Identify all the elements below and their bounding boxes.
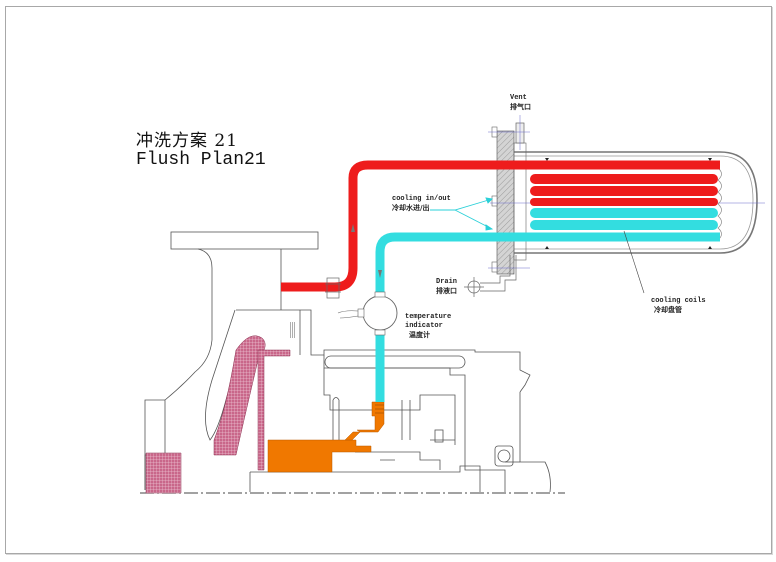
drain-label-cn: 排液口 <box>436 287 457 295</box>
leader-lines <box>430 197 494 231</box>
cooling-coils-label-en: cooling coils <box>651 297 706 305</box>
hot-coils <box>530 174 718 206</box>
heat-exchanger <box>488 115 765 275</box>
pump-outline <box>140 231 565 494</box>
drain-label-en: Drain <box>436 278 458 286</box>
vent-label-cn: 排气口 <box>510 103 531 111</box>
cooling-coils-label-cn: 冷却盘管 <box>654 306 682 314</box>
title-chinese: 冲洗方案 21 <box>136 131 239 151</box>
temperature-indicator-label: temperature indicator 温度计 <box>405 313 451 340</box>
drain-label: Drain 排液口 <box>436 278 457 296</box>
cooling-in-out-label-cn: 冷却水进/出 <box>392 204 430 212</box>
temperature-indicator-body <box>362 295 398 331</box>
cooled-flush-line <box>375 232 720 402</box>
temperature-indicator-label-cn: 温度计 <box>409 331 430 339</box>
cool-coils <box>530 208 718 230</box>
temperature-indicator-label-en1: temperature <box>405 313 452 321</box>
cooling-coils-label: cooling coils 冷却盘管 <box>651 297 706 315</box>
title-english: Flush Plan21 <box>136 150 266 170</box>
coil-leader-line <box>623 230 645 294</box>
gland-plate <box>267 439 372 473</box>
vent-label: Vent 排气口 <box>510 94 531 112</box>
pipe-flange <box>325 277 341 299</box>
tube-sheet-flange <box>496 130 515 275</box>
flow-arrow-down <box>378 270 382 278</box>
hot-flush-line <box>281 160 720 292</box>
nozzle-flange <box>170 231 319 250</box>
flush-connection <box>356 401 385 433</box>
drain-valve <box>464 255 517 297</box>
seal-gland <box>267 401 385 473</box>
slot <box>324 355 466 369</box>
cooling-in-out-label: cooling in/out 冷却水进/出 <box>392 195 451 213</box>
vent-label-en: Vent <box>510 94 527 102</box>
temperature-indicator-label-en2: indicator <box>405 322 443 330</box>
flush-piping <box>281 160 720 414</box>
bearing <box>494 445 514 467</box>
casing-hatch <box>145 322 296 494</box>
drawing-frame <box>5 6 772 554</box>
cooling-in-out-label-en: cooling in/out <box>392 195 451 203</box>
flow-arrow-up <box>351 224 355 232</box>
nozzle-neck <box>197 248 282 322</box>
